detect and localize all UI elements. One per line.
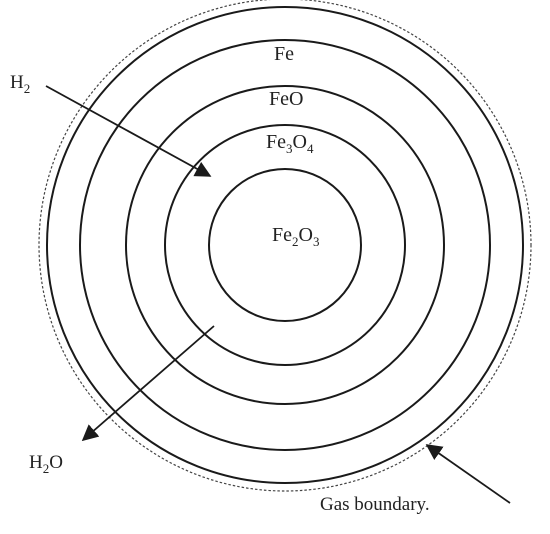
h2o-outflow-arrow <box>81 325 215 442</box>
h2-label: H2 <box>10 72 30 96</box>
h2o-label: H2O <box>29 452 63 476</box>
fe3o4-label: Fe3O4 <box>266 131 314 156</box>
fe2o3-label: Fe2O3 <box>272 224 319 249</box>
gas-boundary-circle <box>38 0 532 492</box>
fe3o4-shell-circle <box>125 85 445 405</box>
fe2o3-core-circle <box>208 168 362 322</box>
fe3o4-inner-circle <box>164 124 406 366</box>
h2-inflow-arrow <box>45 85 212 177</box>
fe-shell-circle <box>46 6 524 484</box>
fe-label: Fe <box>274 43 294 65</box>
feo-shell-circle <box>79 39 491 451</box>
feo-label: FeO <box>269 88 303 110</box>
gas-boundary-arrow <box>425 444 511 504</box>
gas-boundary-label: Gas boundary. <box>320 494 430 515</box>
